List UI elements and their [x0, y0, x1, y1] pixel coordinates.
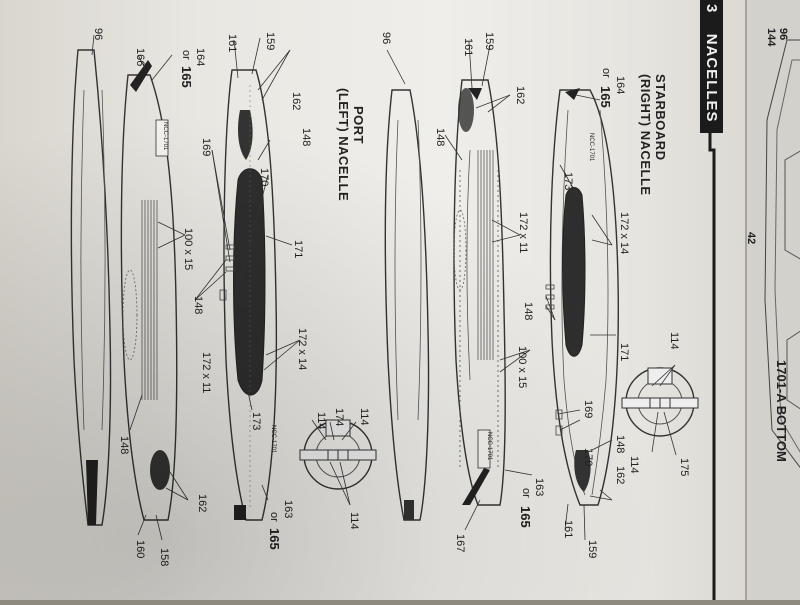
callout-stb-165-top: 165 [598, 86, 613, 108]
callout-port-173: 173 [250, 412, 262, 431]
callout-stb-161: 161 [462, 38, 474, 57]
port-title-line1: PORT [351, 106, 366, 145]
callout-stb-162-top: 162 [514, 86, 526, 105]
registry-marking-starboard-top: NCC-1701 [588, 133, 594, 162]
callout-port-100x15: 100 x 15 [182, 228, 194, 271]
callout-stb-172x11: 172 x 11 [517, 212, 529, 254]
starboard-nacelle-outer-view [384, 89, 467, 521]
callout-port-114-a: 114 [358, 408, 370, 426]
callout-port-160: 160 [134, 540, 146, 559]
callout-stb-148-mid: 148 [522, 302, 534, 321]
port-nacelle-top-view [219, 69, 278, 521]
starboard-title-line2: (RIGHT) NACELLE [638, 74, 653, 196]
callout-port-162-low: 162 [196, 494, 208, 513]
callout-port-170: 170 [258, 168, 270, 187]
callout-stb-96: 96 [380, 32, 392, 45]
callout-port-165-low: 165 [267, 528, 282, 550]
starboard-nacelle-top-view [545, 88, 619, 506]
callout-port-169: 169 [200, 138, 212, 157]
port-nacelle-outer-view [70, 49, 112, 526]
port-nacelle-side-view [120, 60, 178, 521]
callout-stb-170: 170 [582, 448, 594, 467]
callout-port-163-or: or [268, 512, 280, 522]
callout-stb-114-b: 114 [628, 456, 640, 474]
step-title: NACELLES [703, 33, 720, 123]
port-title-line2: (LEFT) NACELLE [336, 88, 351, 202]
callout-stb-114-a: 114 [668, 332, 680, 350]
callout-port-96: 96 [92, 28, 104, 41]
callout-stb-163: 163 [533, 478, 545, 497]
port-nacelle-front-view [299, 419, 377, 490]
callout-stb-175: 175 [678, 458, 690, 477]
callout-stb-162-low: 162 [614, 466, 626, 485]
starboard-title-line1: STARBOARD [653, 74, 668, 161]
callout-port-172x14: 172 x 14 [296, 328, 308, 371]
callout-port-165-top: 165 [179, 66, 194, 88]
callout-stb-169: 169 [582, 400, 594, 419]
adjacent-drawing [764, 39, 800, 469]
callout-port-114-b: 114 [315, 412, 327, 430]
callout-port-148-mid: 148 [192, 296, 204, 315]
registry-marking-port-side: NCC-1701 [162, 122, 168, 151]
callout-port-164-or: or [180, 50, 192, 60]
callout-stb-164-or: or [600, 68, 612, 78]
callout-stb-148-top: 148 [434, 128, 446, 147]
callout-port-159: 159 [264, 32, 276, 51]
step-number: 3 [703, 4, 720, 14]
callout-port-166: 166 [134, 48, 146, 67]
callout-stb-167: 167 [454, 534, 466, 553]
callout-stb-164: 164 [614, 76, 626, 95]
callout-stb-165-low: 165 [518, 506, 533, 528]
callout-stb-171: 171 [618, 343, 630, 362]
callout-port-163: 163 [282, 500, 294, 519]
callout-stb-159-low: 159 [586, 540, 598, 559]
step-header: 3 NACELLES [700, 0, 723, 133]
callout-port-148-top: 148 [300, 128, 312, 147]
callout-port-148-low: 148 [118, 436, 130, 455]
registry-marking-port-top: NCC-1701 [270, 425, 276, 454]
callout-port-161: 161 [226, 34, 238, 53]
starboard-nacelle-front-view [621, 367, 699, 437]
callout-stb-100x15: 100 x 15 [516, 346, 528, 389]
step-header-rule [708, 130, 716, 600]
callout-stb-163-or: or [520, 488, 532, 498]
callout-stb-172x14: 172 x 14 [618, 212, 630, 255]
callout-stb-161-low: 161 [562, 520, 574, 539]
callout-port-172x11: 172 x 11 [200, 352, 212, 394]
adjacent-page-panel: 96 144 42 1701-A BOTTOM [745, 0, 800, 600]
leader-lines [91, 34, 677, 541]
callout-stb-173: 173 [562, 172, 574, 191]
callout-port-114-c: 114 [348, 512, 360, 530]
callout-port-158: 158 [158, 548, 170, 567]
callout-port-171: 171 [292, 240, 304, 259]
callout-stb-159-top: 159 [483, 32, 495, 51]
callout-stb-148-low: 148 [614, 435, 626, 454]
callout-port-174: 174 [333, 408, 345, 427]
callout-port-164: 164 [194, 48, 206, 67]
starboard-nacelle-side-view [453, 79, 506, 506]
registry-marking-starboard-side: NCC-1701 [486, 432, 492, 461]
callout-port-162-top: 162 [290, 92, 302, 111]
